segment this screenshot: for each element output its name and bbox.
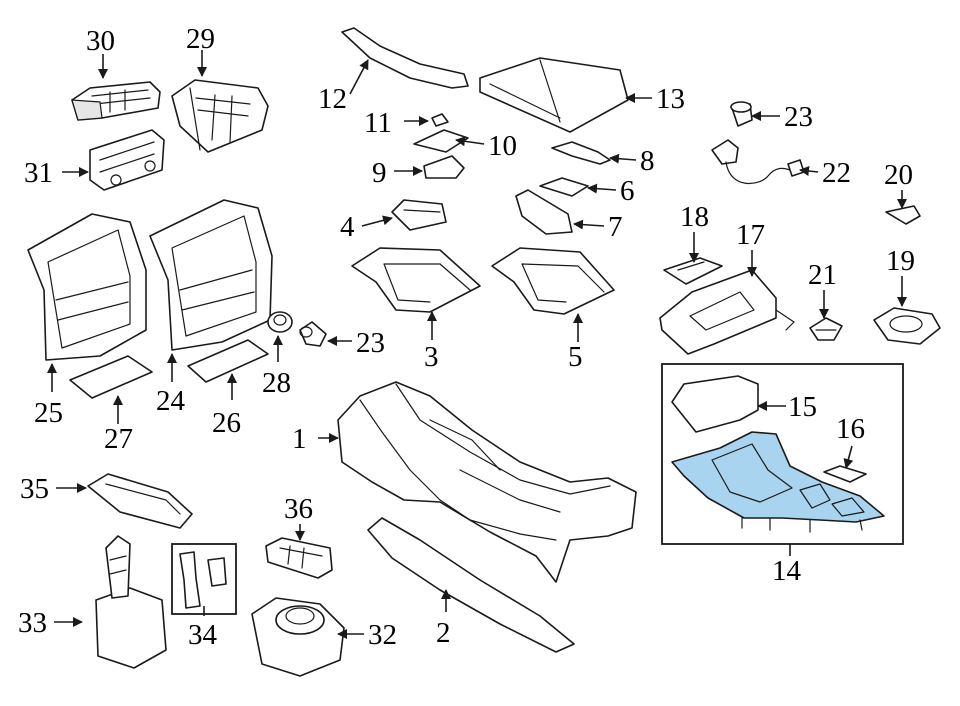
part-5-storage-bin (491, 247, 615, 315)
part-9-bracket (423, 155, 465, 179)
part-1-center-console (337, 381, 637, 583)
part-33-gear-selector (95, 535, 167, 669)
part-18-tray (663, 257, 723, 285)
callout-1: 1 (292, 423, 307, 455)
part-14-console-trim-highlighted (671, 431, 885, 533)
callout-4: 4 (340, 211, 355, 243)
part-17-cupholder-trim (659, 269, 795, 355)
callout-5: 5 (568, 341, 583, 373)
part-12-trim-strip (341, 27, 469, 89)
part-26-pad (187, 339, 269, 383)
callout-23-right: 23 (784, 101, 813, 133)
callout-34: 34 (188, 619, 218, 651)
callout-23-left: 23 (356, 327, 385, 359)
part-7-insert (515, 189, 573, 235)
callout-10: 10 (488, 130, 517, 162)
callout-33: 33 (18, 607, 47, 639)
callout-3: 3 (424, 341, 439, 373)
part-6-mat (539, 177, 589, 197)
part-27-pad (69, 355, 153, 399)
callout-14: 14 (772, 555, 802, 587)
part-10-bracket (413, 129, 469, 153)
part-2-lower-trim (367, 517, 575, 653)
callout-22: 22 (822, 157, 851, 189)
part-20-clip (885, 205, 921, 225)
part-30-rear-vent (71, 81, 161, 121)
part-8-clip (551, 141, 611, 165)
part-19-cupholder (873, 307, 941, 345)
callout-24: 24 (156, 385, 186, 417)
part-24-rear-panel (149, 199, 273, 351)
leader-lines (47, 50, 907, 639)
callout-31: 31 (24, 157, 53, 189)
callout-32: 32 (368, 619, 397, 651)
part-34-shift-boots (171, 543, 237, 615)
assembly-box-14 (661, 363, 904, 545)
callout-11: 11 (364, 107, 392, 139)
part-21-bracket (809, 317, 843, 341)
callout-16: 16 (836, 413, 865, 445)
part-13-armrest-lid (479, 57, 629, 133)
callout-20: 20 (884, 159, 913, 191)
part-36-switch-panel (265, 537, 333, 579)
part-3-storage-bin (351, 247, 481, 313)
callout-7: 7 (608, 211, 623, 243)
callout-17: 17 (736, 219, 765, 251)
callout-35: 35 (20, 473, 49, 505)
part-25-rear-panel (27, 213, 147, 361)
callout-9: 9 (372, 157, 387, 189)
part-32-controller (251, 597, 345, 677)
callout-27: 27 (104, 423, 133, 455)
part-15-cover (671, 375, 759, 433)
callout-26: 26 (212, 407, 241, 439)
part-22-usb-cable (711, 139, 805, 185)
part-23-socket-right (730, 101, 753, 127)
part-28-grommet (267, 311, 293, 333)
callout-2: 2 (436, 617, 451, 649)
callout-25: 25 (34, 397, 63, 429)
part-23-plug-left (299, 321, 327, 347)
callout-36: 36 (284, 493, 313, 525)
callout-29: 29 (186, 23, 215, 55)
callout-19: 19 (886, 245, 915, 277)
part-29-rear-vent (171, 79, 269, 153)
callout-15: 15 (788, 391, 817, 423)
callout-30: 30 (86, 25, 115, 57)
callout-6: 6 (620, 175, 635, 207)
callout-28: 28 (262, 367, 291, 399)
callout-8: 8 (640, 145, 655, 177)
callout-12: 12 (318, 83, 347, 115)
callout-21: 21 (808, 259, 837, 291)
part-4-tray (391, 199, 447, 231)
callout-13: 13 (656, 83, 685, 115)
part-31-control-panel (89, 129, 165, 191)
callout-labels: 30 29 31 25 27 24 26 28 23 12 11 10 9 4 … (18, 23, 915, 651)
part-11-clip (431, 113, 449, 127)
part-16-insert (823, 465, 867, 483)
callout-18: 18 (680, 201, 709, 233)
part-35-shifter-bezel (87, 473, 193, 529)
